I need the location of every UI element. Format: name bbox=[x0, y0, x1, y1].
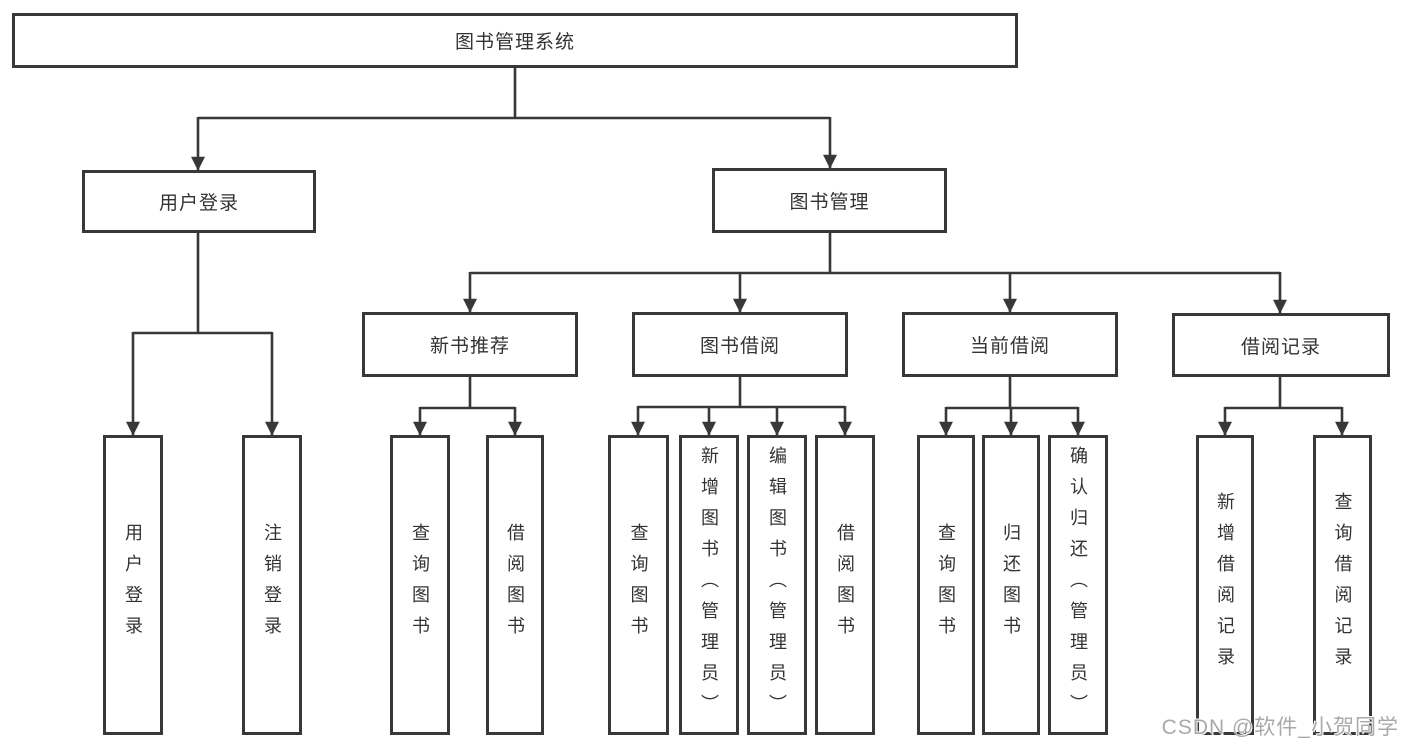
leaf-label: 查询图书 bbox=[628, 523, 649, 647]
connector-current-borrowing bbox=[946, 377, 1078, 410]
leaf-label: 新增借阅记录 bbox=[1215, 492, 1235, 678]
leaf-label: 用户登录 bbox=[123, 523, 143, 647]
leaf-label: 编辑图书（管理员） bbox=[767, 445, 787, 725]
node-label: 新书推荐 bbox=[429, 336, 510, 357]
leaf-query-books-current: 查询图书 bbox=[917, 435, 975, 735]
leaf-add-books-admin: 新增图书（管理员） bbox=[679, 435, 739, 735]
leaf-borrow-books-2: 借阅图书 bbox=[815, 435, 875, 735]
leaf-add-borrow-record: 新增借阅记录 bbox=[1196, 435, 1254, 735]
connector-new-book-recommend bbox=[420, 377, 515, 410]
csdn-watermark: CSDN @软件_小贺同学 bbox=[1161, 716, 1399, 739]
leaf-query-borrow-record: 查询借阅记录 bbox=[1313, 435, 1372, 735]
leaf-label: 查询图书 bbox=[936, 523, 956, 647]
connector-root bbox=[198, 68, 830, 120]
node-book-borrowing: 图书借阅 bbox=[632, 312, 848, 377]
node-label: 当前借阅 bbox=[969, 336, 1050, 357]
leaf-confirm-return-admin: 确认归还（管理员） bbox=[1048, 435, 1108, 735]
leaf-label: 借阅图书 bbox=[835, 523, 855, 647]
node-label: 用户登录 bbox=[158, 193, 239, 214]
leaf-label: 确认归还（管理员） bbox=[1068, 445, 1088, 725]
connector-borrowing-records bbox=[1225, 377, 1342, 410]
node-label: 图书借阅 bbox=[699, 336, 780, 357]
node-current-borrowing: 当前借阅 bbox=[902, 312, 1118, 377]
leaf-label: 查询图书 bbox=[410, 523, 430, 647]
leaf-logout-login: 注销登录 bbox=[242, 435, 302, 735]
node-user-login: 用户登录 bbox=[82, 170, 316, 233]
leaf-label: 注销登录 bbox=[262, 523, 282, 647]
node-library-management-system: 图书管理系统 bbox=[12, 13, 1018, 68]
leaf-user-login: 用户登录 bbox=[103, 435, 163, 735]
connector-user-login bbox=[133, 233, 272, 335]
node-new-book-recommend: 新书推荐 bbox=[362, 312, 578, 377]
leaf-borrow-books-recommend: 借阅图书 bbox=[486, 435, 544, 735]
leaf-edit-books-admin: 编辑图书（管理员） bbox=[747, 435, 807, 735]
node-book-management: 图书管理 bbox=[712, 168, 947, 233]
leaf-return-books: 归还图书 bbox=[982, 435, 1040, 735]
node-label: 图书管理系统 bbox=[454, 32, 575, 53]
leaf-label: 借阅图书 bbox=[505, 523, 525, 647]
node-label: 图书管理 bbox=[789, 192, 870, 213]
connector-book-management bbox=[470, 233, 1280, 275]
leaf-query-books-recommend: 查询图书 bbox=[390, 435, 450, 735]
node-borrowing-records: 借阅记录 bbox=[1172, 313, 1390, 377]
leaf-label: 归还图书 bbox=[1001, 523, 1021, 647]
leaf-label: 查询借阅记录 bbox=[1332, 492, 1353, 678]
leaf-label: 新增图书（管理员） bbox=[699, 445, 719, 725]
connector-book-borrowing bbox=[638, 377, 845, 409]
leaf-query-books-borrowing: 查询图书 bbox=[608, 435, 669, 735]
node-label: 借阅记录 bbox=[1240, 336, 1321, 358]
